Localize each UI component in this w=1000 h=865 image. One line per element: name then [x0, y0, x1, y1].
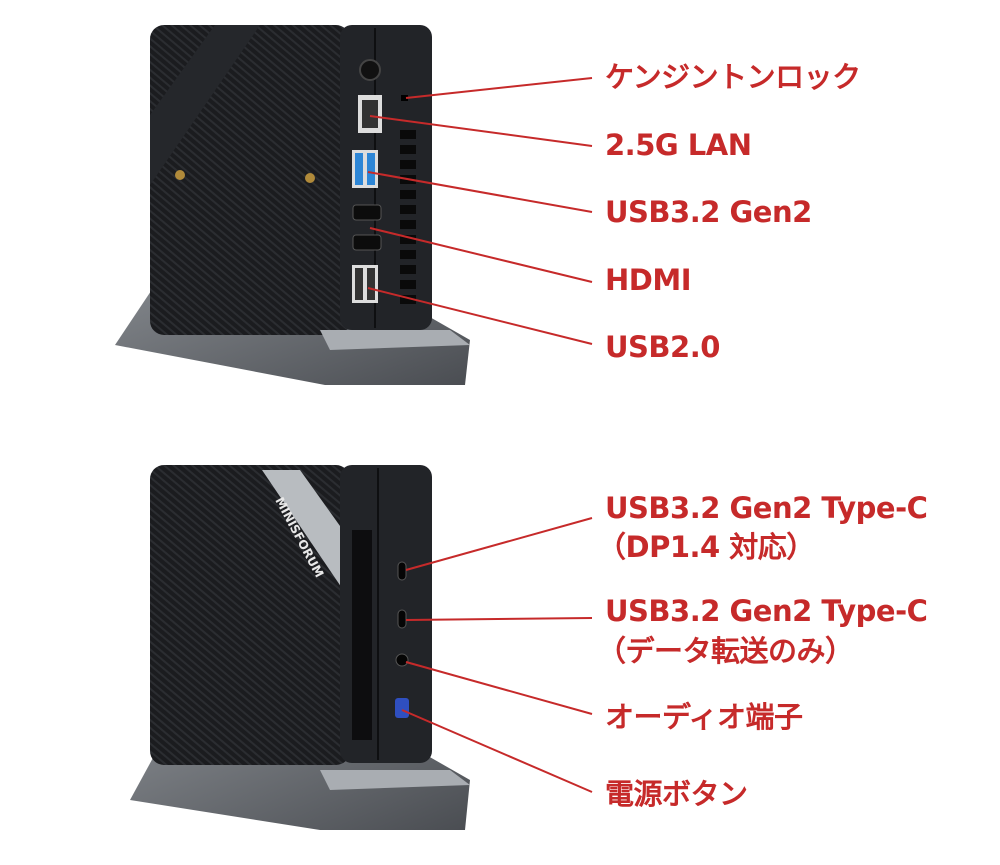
- typec-port-1: [397, 561, 407, 581]
- label-usb20: USB2.0: [605, 330, 720, 364]
- kensington-slot: [401, 95, 408, 101]
- dc-jack: [359, 59, 381, 81]
- label-audio: オーディオ端子: [605, 700, 803, 734]
- leader-power: [401, 709, 593, 793]
- power-button: [395, 698, 409, 718]
- mini-pc-front-view: MINISFORUM: [130, 465, 470, 830]
- label-lan: 2.5G LAN: [605, 128, 752, 162]
- label-usb32: USB3.2 Gen2: [605, 195, 812, 229]
- leader-typec-data: [405, 617, 593, 621]
- leader-lines: [367, 77, 593, 793]
- leader-lan: [369, 115, 593, 147]
- label-typec-data-sub: （データ転送のみ）: [597, 634, 854, 668]
- leader-audio: [405, 661, 593, 715]
- label-typec-dp: USB3.2 Gen2 Type-C: [605, 491, 928, 525]
- device-body: [150, 465, 350, 765]
- leader-hdmi: [369, 227, 593, 283]
- leader-usb20: [367, 287, 593, 345]
- label-typec-data: USB3.2 Gen2 Type-C: [605, 594, 928, 628]
- hdmi-port-2: [352, 234, 382, 251]
- hdmi-port-1: [352, 204, 382, 221]
- leader-kensington: [405, 77, 593, 99]
- audio-jack: [395, 653, 409, 667]
- label-power-button: 電源ボタン: [605, 777, 748, 811]
- leader-usb32: [367, 171, 593, 213]
- mini-pc-rear-view: [115, 25, 470, 385]
- vent: [400, 130, 416, 304]
- label-typec-dp-sub: （DP1.4 対応）: [597, 530, 815, 564]
- label-kensington-lock: ケンジントンロック: [605, 60, 861, 94]
- side-vent: [352, 530, 372, 740]
- typec-port-2: [397, 609, 407, 629]
- label-hdmi: HDMI: [605, 263, 692, 297]
- leader-typec-dp: [405, 517, 593, 571]
